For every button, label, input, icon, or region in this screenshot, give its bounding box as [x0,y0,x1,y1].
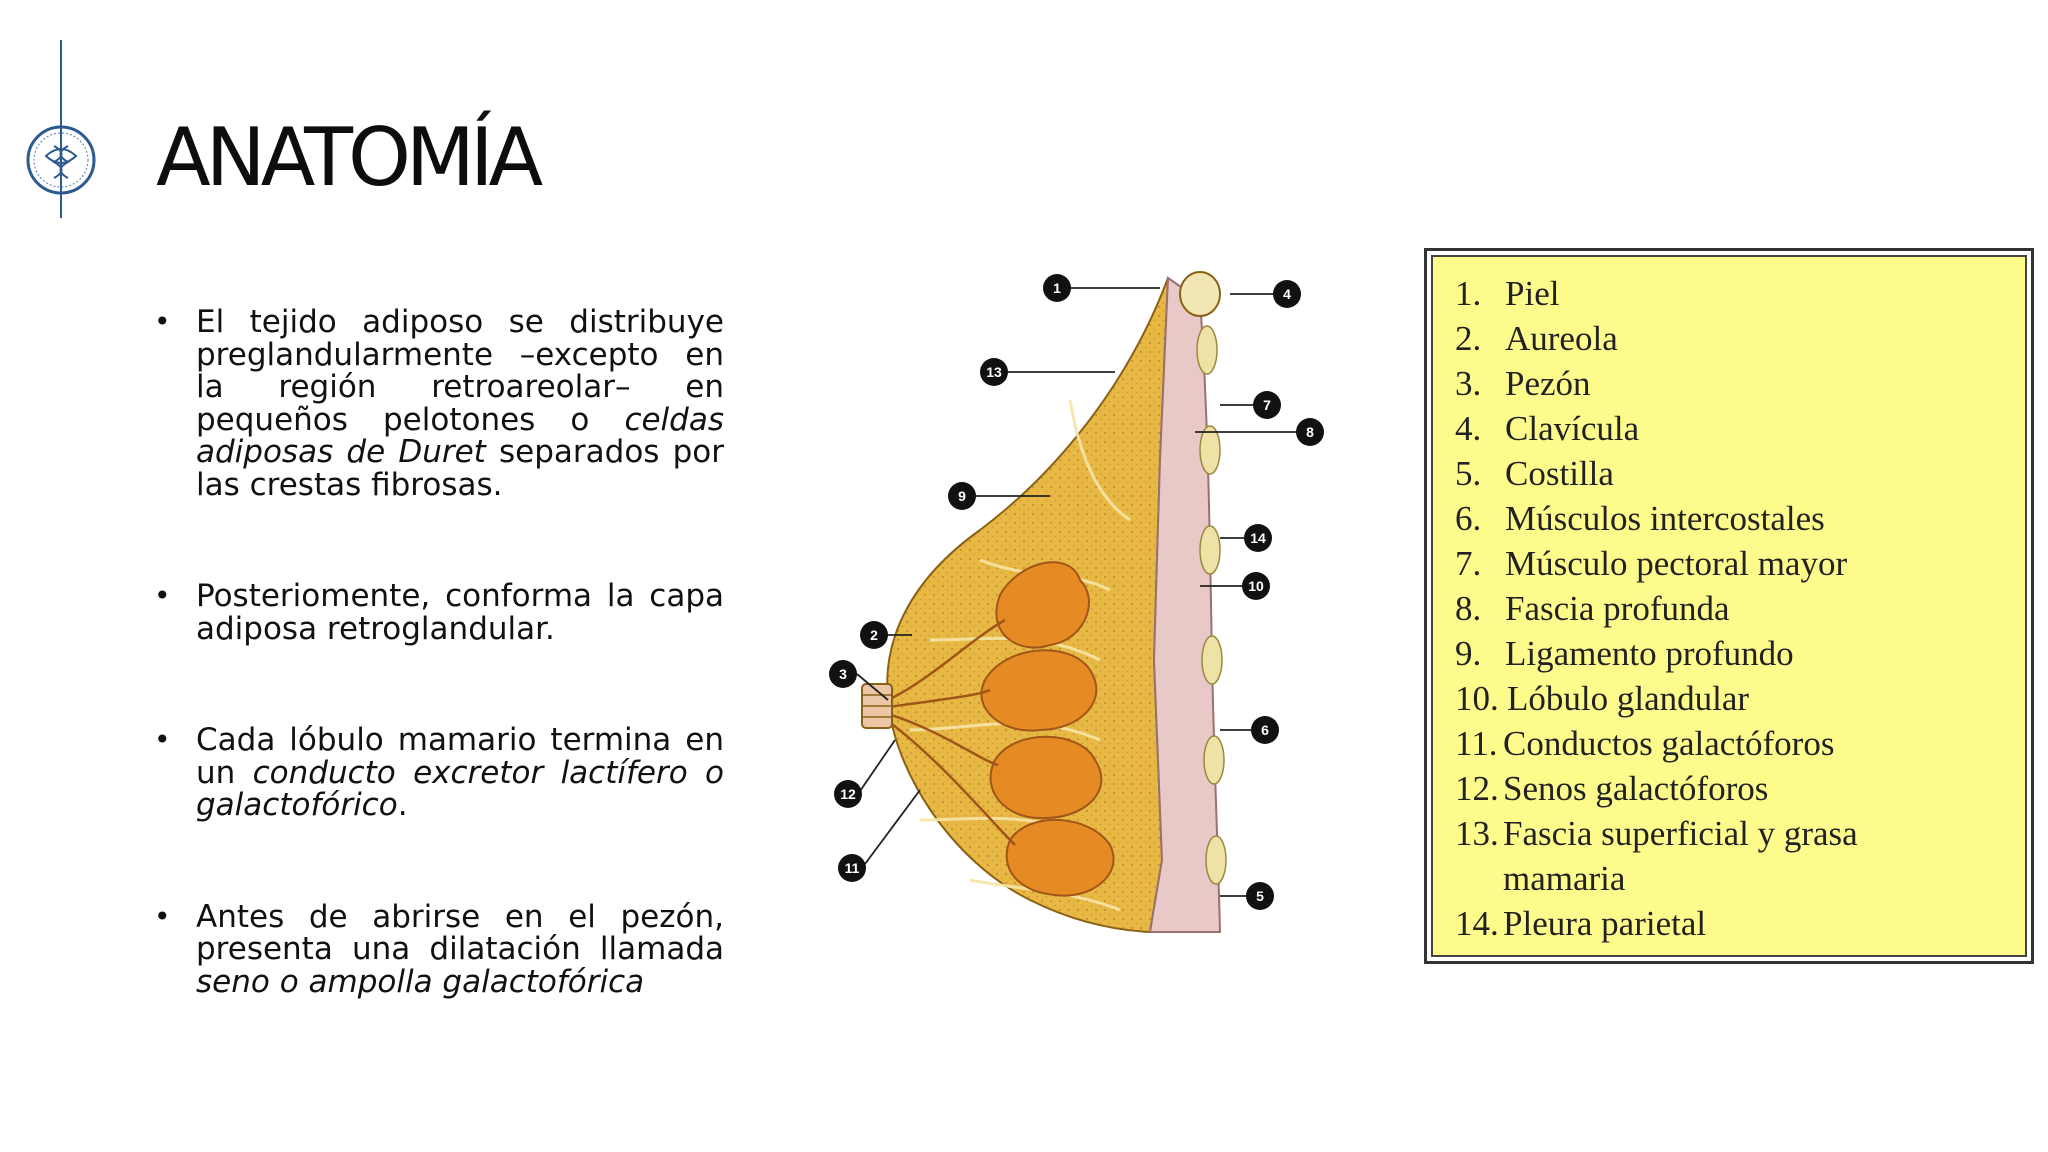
marker-10: 10 [1248,578,1264,594]
marker-13: 13 [986,364,1002,380]
breast-anatomy-diagram: 1 4 13 7 8 9 14 10 2 3 6 12 11 5 [829,271,1324,934]
marker-5: 5 [1256,888,1264,904]
legend-list: 1.Piel 2.Aureola 3.Pezón 4.Clavícula 5.C… [1455,271,2025,946]
legend-item: 14.Pleura parietal [1455,904,1707,943]
legend-item: 6.Músculos intercostales [1455,499,1825,538]
legend-box: 1.Piel 2.Aureola 3.Pezón 4.Clavícula 5.C… [1424,248,2034,964]
legend-item: 7.Músculo pectoral mayor [1455,544,1848,583]
marker-6: 6 [1261,722,1269,738]
legend-item: 4.Clavícula [1455,409,1640,448]
marker-11: 11 [845,860,860,876]
bullet-list: El tejido adiposo se distribuye pregland… [148,306,724,998]
legend-item: 8.Fascia profunda [1455,589,1730,628]
marker-1: 1 [1053,280,1061,296]
legend-item: 9.Ligamento profundo [1455,634,1794,673]
legend-item: 11.Conductos galactóforos [1455,724,1835,763]
emblem-logo [26,40,96,218]
marker-8: 8 [1306,424,1314,440]
legend-item: 3.Pezón [1455,364,1591,403]
marker-9: 9 [958,488,966,504]
legend-item: 5.Costilla [1455,454,1614,493]
marker-4: 4 [1283,286,1291,302]
legend-item: 1.Piel [1455,274,1560,313]
marker-3: 3 [839,666,847,682]
marker-7: 7 [1263,397,1271,413]
bullet-item: Antes de abrirse en el pezón, presenta u… [148,900,724,999]
marker-14: 14 [1250,530,1266,546]
bullet-item: Cada lóbulo mamario termina en un conduc… [148,724,724,822]
slide-title: ANATOMÍA [156,111,543,204]
legend-item: 2.Aureola [1455,319,1618,358]
clavicle [1179,271,1221,317]
bullet-item: Posteriomente, conforma la capa adiposa … [148,580,724,645]
legend-item: 13.Fascia superficial y grasa mamaria [1455,814,1858,898]
legend-item: 12.Senos galactóforos [1455,769,1769,808]
bullet-item: El tejido adiposo se distribuye pregland… [148,306,724,501]
marker-2: 2 [870,627,878,643]
marker-12: 12 [840,786,856,802]
legend-item: 10.Lóbulo glandular [1455,679,1750,718]
